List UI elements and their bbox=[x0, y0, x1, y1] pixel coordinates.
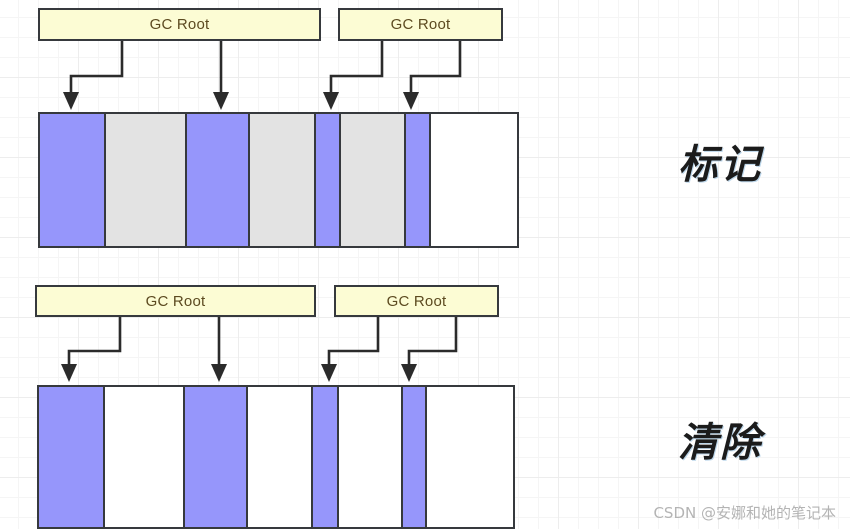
gc-root-box-sweep-2: GC Root bbox=[334, 285, 499, 317]
arrow-head-4 bbox=[401, 364, 417, 382]
memory-cell-live bbox=[184, 387, 248, 527]
memory-cell-free bbox=[430, 114, 517, 246]
gc-root-box-sweep-1: GC Root bbox=[35, 285, 316, 317]
arrow-head-3 bbox=[323, 92, 339, 110]
reference-arrow-3 bbox=[329, 41, 384, 92]
arrow-head-3 bbox=[321, 364, 337, 382]
memory-bar-mark bbox=[38, 112, 519, 248]
memory-cell-live bbox=[315, 114, 342, 246]
phase-caption-mark: 标记 bbox=[678, 142, 762, 188]
memory-cell-dead bbox=[106, 114, 187, 246]
memory-cell-free bbox=[338, 387, 403, 527]
reference-arrow-1 bbox=[69, 41, 124, 92]
memory-cell-live bbox=[40, 114, 107, 246]
memory-cell-live bbox=[405, 114, 431, 246]
gc-root-box-mark-1: GC Root bbox=[38, 8, 321, 41]
arrow-head-1 bbox=[61, 364, 77, 382]
gc-root-label: GC Root bbox=[386, 292, 447, 310]
csdn-watermark: CSDN @安娜和她的笔记本 bbox=[653, 504, 836, 522]
gc-root-label: GC Root bbox=[149, 16, 210, 33]
memory-cell-free bbox=[247, 387, 313, 527]
memory-cell-free bbox=[427, 387, 513, 527]
phase-caption-sweep: 清除 bbox=[678, 420, 762, 466]
arrow-head-2 bbox=[211, 364, 227, 382]
arrow-head-4 bbox=[403, 92, 419, 110]
arrow-head-2 bbox=[213, 92, 229, 110]
reference-arrow-4 bbox=[407, 317, 458, 364]
memory-cell-dead bbox=[341, 114, 406, 246]
arrow-head-1 bbox=[63, 92, 79, 110]
memory-cell-live bbox=[39, 387, 106, 527]
memory-bar-sweep bbox=[37, 385, 515, 529]
reference-arrow-3 bbox=[327, 317, 380, 364]
memory-cell-live bbox=[186, 114, 251, 246]
gc-root-box-mark-2: GC Root bbox=[338, 8, 503, 41]
memory-cell-dead bbox=[250, 114, 316, 246]
memory-cell-free bbox=[105, 387, 185, 527]
reference-arrow-4 bbox=[409, 41, 462, 92]
memory-cell-live bbox=[312, 387, 339, 527]
reference-arrow-1 bbox=[67, 317, 122, 364]
memory-cell-live bbox=[402, 387, 428, 527]
gc-root-label: GC Root bbox=[145, 292, 206, 310]
gc-root-label: GC Root bbox=[390, 16, 451, 33]
